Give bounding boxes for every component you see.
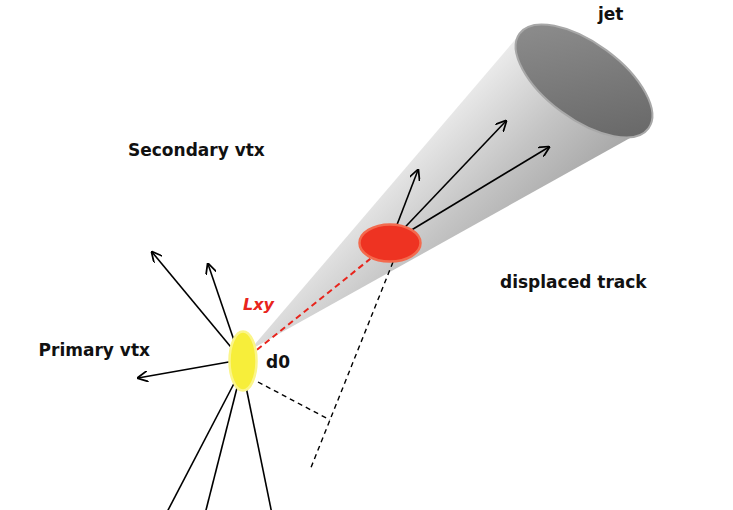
secondary-vertex: Secondary vtx <box>358 223 422 263</box>
vertex-ellipse <box>228 330 258 392</box>
jet-label: jet <box>598 4 623 24</box>
track-arrow <box>390 121 506 243</box>
vertex-ellipse <box>358 223 422 263</box>
impact-parameter-label: d0 <box>266 352 290 372</box>
decay-length-label: Lxy <box>243 296 274 314</box>
vertex-blob <box>230 332 257 391</box>
jet-cap <box>497 3 671 159</box>
vertex-blob <box>360 225 421 262</box>
track-line <box>166 372 240 510</box>
primary-tracks <box>138 252 272 510</box>
impact-parameter-line <box>258 382 330 420</box>
track-line <box>205 372 241 510</box>
vertex-label: Secondary vtx <box>128 140 265 160</box>
track-arrow <box>138 360 240 378</box>
decay-length-line <box>257 259 370 350</box>
displaced-track-extension <box>310 262 393 470</box>
vertex-label: Primary vtx <box>39 340 150 360</box>
primary-vertex: Primary vtx <box>228 330 258 392</box>
secondary-tracks <box>390 121 549 243</box>
track-arrow <box>152 252 240 358</box>
displaced-track-label: displaced track <box>500 272 647 292</box>
track-line <box>243 372 272 510</box>
track-arrow <box>390 147 549 243</box>
